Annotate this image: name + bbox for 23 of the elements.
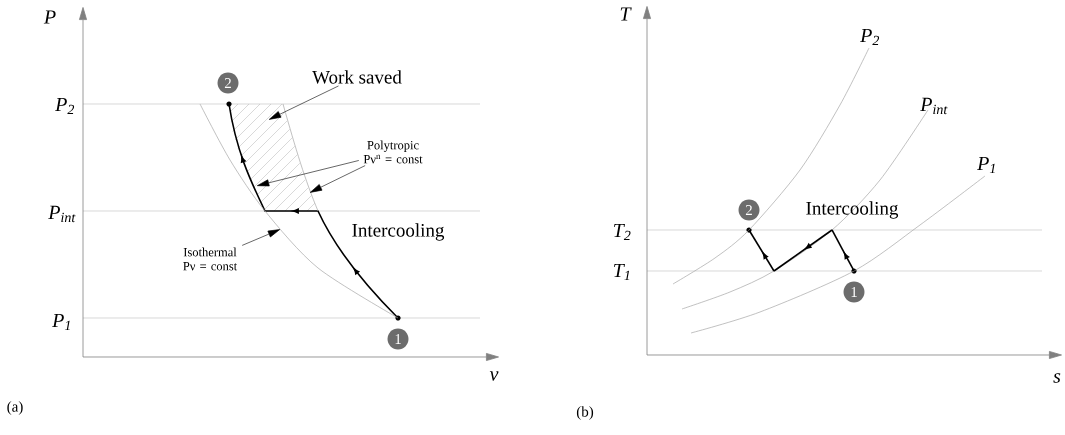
annotation-text: Polytropic Pν$^{n}$ = const	[363, 140, 423, 164]
annotation-text: Work saved	[312, 70, 402, 84]
axis-label: T	[620, 7, 632, 21]
axis-label: P$_{int}$	[920, 97, 948, 115]
axis-label: P$_{2}$	[55, 97, 75, 115]
axis-label: P$_{1}$	[977, 156, 995, 174]
axis-label: T$_{1}$	[614, 263, 630, 281]
process-label: Intercooling	[352, 223, 445, 241]
axis-label: ν	[489, 371, 499, 381]
axis-label: P$_{2}$	[860, 28, 880, 46]
panel-label: (a)	[7, 401, 23, 415]
axis-label: P	[43, 10, 56, 24]
leader-line	[257, 160, 360, 187]
leader-line	[241, 229, 281, 246]
leader-line	[309, 165, 366, 193]
annotation-text: Isothermal Pν = const	[183, 247, 238, 271]
axis-label: P$_{int}$	[48, 205, 76, 223]
leader-line	[268, 85, 339, 120]
process-label: Intercooling	[806, 201, 899, 219]
panel-label: (b)	[576, 406, 594, 420]
axis-label: T$_{2}$	[614, 223, 631, 241]
axis-label: s	[1053, 373, 1061, 383]
axis-label: P$_{1}$	[52, 313, 70, 331]
